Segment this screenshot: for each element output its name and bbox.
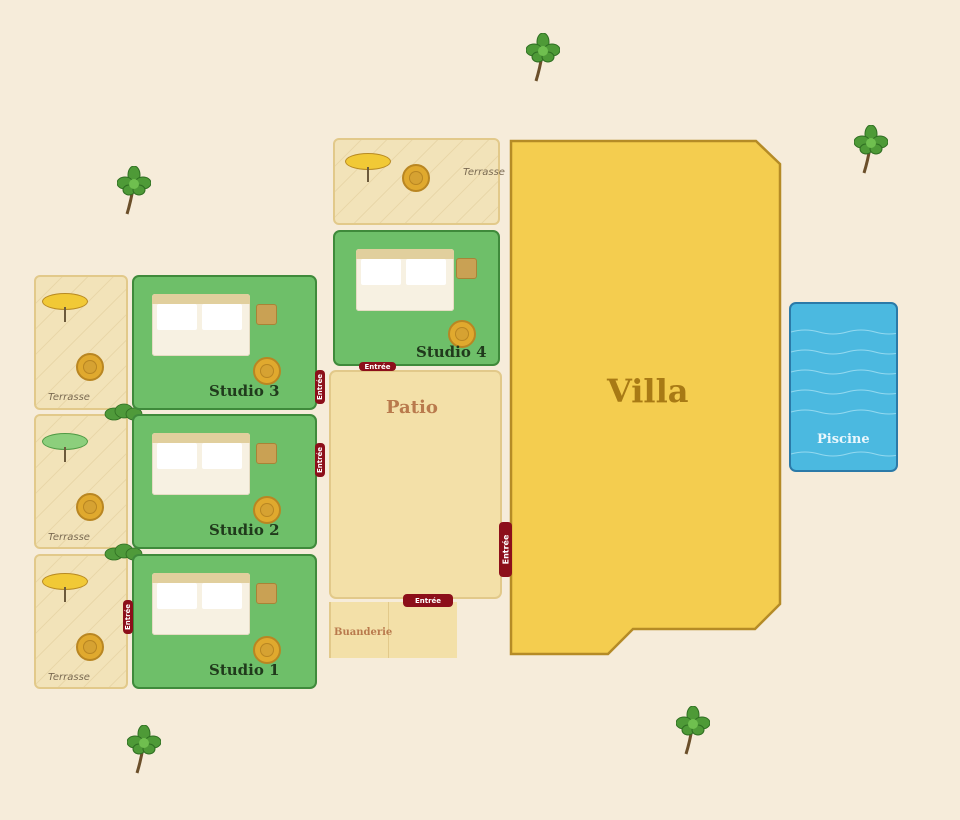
bush-icon: [104, 403, 143, 421]
studio-2[interactable]: Studio 2: [132, 414, 317, 549]
buanderie-label: Buanderie: [334, 627, 393, 638]
palm-tree-icon: [127, 725, 161, 774]
terrace-studio-4: Terrasse: [333, 138, 505, 225]
umbrella-icon: [42, 573, 88, 603]
stool-icon: [253, 636, 281, 664]
stool-icon: [76, 493, 104, 521]
stool-icon: [402, 164, 430, 192]
entree-buanderie[interactable]: Entrée: [403, 594, 453, 607]
entree-studio-3[interactable]: Entrée: [315, 370, 325, 404]
water-waves: [791, 329, 896, 457]
piscine-label: Piscine: [817, 432, 870, 447]
nightstand-icon: [256, 443, 277, 464]
umbrella-icon: [42, 293, 88, 323]
terrace-label: Terrasse: [463, 167, 505, 178]
patio-label: Patio: [386, 397, 438, 418]
stool-icon: [253, 357, 281, 385]
studio-label: Studio 4: [416, 343, 487, 361]
studio-label: Studio 1: [209, 661, 280, 679]
bed-icon: [152, 433, 250, 495]
umbrella-icon: [42, 433, 88, 463]
studio-4[interactable]: Studio 4: [333, 230, 500, 366]
buanderie[interactable]: Buanderie: [329, 602, 457, 658]
stool-icon: [76, 353, 104, 381]
studio-label: Studio 2: [209, 521, 280, 539]
buanderie-divider: [388, 602, 389, 658]
bed-icon: [152, 573, 250, 635]
villa[interactable]: [508, 138, 784, 660]
villa-label: Villa: [607, 372, 689, 410]
bed-icon: [152, 294, 250, 356]
bed-icon: [356, 249, 454, 311]
stool-icon: [253, 496, 281, 524]
studio-label: Studio 3: [209, 382, 280, 400]
nightstand-icon: [256, 583, 277, 604]
piscine[interactable]: Piscine: [789, 302, 898, 472]
studio-3[interactable]: Studio 3: [132, 275, 317, 410]
terrace-label: Terrasse: [48, 532, 90, 543]
umbrella-icon: [345, 153, 391, 183]
stool-icon: [76, 633, 104, 661]
entree-studio-2[interactable]: Entrée: [315, 443, 325, 477]
palm-tree-icon: [854, 125, 888, 174]
terrace-studio-2: Terrasse: [34, 414, 128, 549]
terrace-label: Terrasse: [48, 672, 90, 683]
palm-tree-icon: [117, 166, 151, 215]
stool-icon: [448, 320, 476, 348]
palm-tree-icon: [676, 706, 710, 755]
terrace-studio-1: Terrasse: [34, 554, 128, 689]
terrace-label: Terrasse: [48, 392, 90, 403]
nightstand-icon: [456, 258, 477, 279]
patio[interactable]: Patio: [329, 370, 502, 599]
terrace-studio-3: Terrasse: [34, 275, 128, 410]
palm-tree-icon: [526, 33, 560, 82]
nightstand-icon: [256, 304, 277, 325]
studio-1[interactable]: Studio 1: [132, 554, 317, 689]
entree-studio-4[interactable]: Entrée: [359, 362, 396, 371]
entree-studio-1[interactable]: Entrée: [123, 600, 133, 634]
entree-villa[interactable]: Entrée: [499, 522, 512, 577]
